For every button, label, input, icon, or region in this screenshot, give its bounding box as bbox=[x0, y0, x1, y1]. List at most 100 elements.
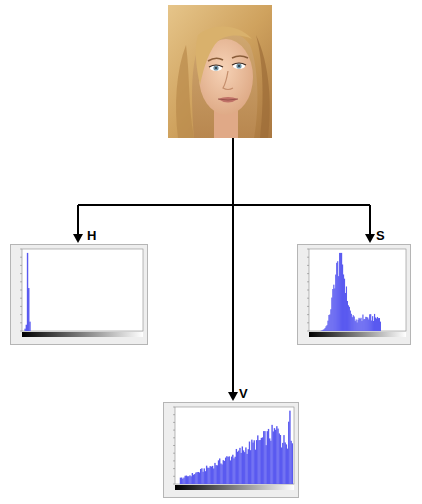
histogram-bar bbox=[115, 331, 116, 332]
histogram-bar bbox=[41, 331, 42, 332]
histogram-bar bbox=[67, 331, 68, 332]
histogram-bar bbox=[64, 331, 65, 332]
histogram-bar bbox=[313, 331, 314, 332]
histogram-bar bbox=[92, 331, 93, 332]
histogram-bar bbox=[366, 317, 367, 331]
histogram-bar bbox=[344, 279, 345, 331]
histogram-bar bbox=[190, 476, 191, 484]
histogram-bar bbox=[90, 331, 91, 332]
histogram-bar bbox=[390, 331, 391, 332]
histogram-bar bbox=[387, 331, 388, 332]
histogram-bar bbox=[385, 331, 386, 332]
histogram-bar bbox=[49, 331, 50, 332]
histogram-bar bbox=[328, 315, 329, 331]
histogram-bar bbox=[240, 453, 241, 484]
histogram-bar bbox=[198, 472, 199, 484]
histogram-bar bbox=[192, 473, 193, 484]
histogram-frame bbox=[11, 245, 148, 345]
histogram-bars bbox=[180, 411, 293, 484]
histogram-bar bbox=[348, 305, 349, 331]
plot-area bbox=[22, 249, 143, 331]
histogram-bar bbox=[320, 331, 321, 332]
histogram-bar bbox=[37, 331, 38, 332]
histogram-bar bbox=[38, 331, 39, 332]
histogram-bar bbox=[221, 464, 222, 484]
histogram-bar bbox=[394, 331, 395, 332]
histogram-bar bbox=[220, 463, 221, 484]
histogram-bar bbox=[224, 461, 225, 484]
histogram-bar bbox=[349, 307, 350, 331]
histogram-bar bbox=[236, 449, 237, 484]
histogram-bar bbox=[383, 331, 384, 332]
histogram-bar bbox=[208, 468, 209, 484]
histogram-bar bbox=[217, 465, 218, 484]
histogram-bar bbox=[55, 331, 56, 332]
histogram-bar bbox=[270, 441, 271, 484]
histogram-bars bbox=[24, 253, 30, 331]
histogram-bar bbox=[389, 331, 390, 332]
histogram-bar bbox=[107, 331, 108, 332]
histogram-bar bbox=[179, 484, 180, 485]
histogram-bar bbox=[122, 331, 123, 332]
histogram-bar bbox=[235, 457, 236, 484]
histogram-bar bbox=[279, 433, 280, 484]
histogram-bar bbox=[183, 478, 184, 484]
histogram-bar bbox=[175, 484, 176, 485]
histogram-bar bbox=[199, 473, 200, 484]
histogram-bar bbox=[239, 448, 240, 484]
histogram-bar bbox=[114, 331, 115, 332]
histogram-bar bbox=[215, 465, 216, 484]
histogram-bar bbox=[265, 445, 266, 484]
histogram-bar bbox=[226, 456, 227, 484]
channel-label: V bbox=[239, 386, 248, 401]
histogram-bar bbox=[131, 331, 132, 332]
value-gradient-bar bbox=[309, 332, 406, 337]
histogram-bar bbox=[177, 484, 178, 485]
histogram-bar bbox=[252, 443, 253, 484]
histogram-bar bbox=[195, 473, 196, 484]
face-photo bbox=[168, 5, 272, 138]
histogram-bar bbox=[72, 331, 73, 332]
histogram-bar bbox=[273, 431, 274, 484]
histogram-bar bbox=[363, 319, 364, 331]
histogram-bar bbox=[337, 261, 338, 331]
histogram-bar bbox=[28, 288, 29, 331]
histogram-bar bbox=[185, 476, 186, 484]
histogram-bar bbox=[47, 331, 48, 332]
histogram-bar bbox=[362, 315, 363, 331]
histogram-bar bbox=[186, 476, 187, 484]
histogram-frame bbox=[164, 403, 299, 498]
histogram-bar bbox=[30, 331, 31, 332]
histogram-bar bbox=[124, 331, 125, 332]
histogram-bar bbox=[244, 452, 245, 484]
histogram-bar bbox=[50, 331, 51, 332]
histogram-bar bbox=[370, 314, 371, 331]
histogram-chart bbox=[10, 244, 148, 345]
histogram-bar bbox=[103, 331, 104, 332]
histogram-bar bbox=[188, 476, 189, 484]
histogram-bar bbox=[223, 460, 224, 484]
histogram-bar bbox=[262, 437, 263, 484]
histogram-bar bbox=[377, 317, 378, 331]
histogram-chart bbox=[297, 244, 411, 345]
histogram-bar bbox=[397, 331, 398, 332]
histogram-bar bbox=[333, 285, 334, 331]
histogram-bar bbox=[87, 331, 88, 332]
histogram-bar bbox=[314, 331, 315, 332]
histogram-bar bbox=[405, 331, 406, 332]
histogram-bar bbox=[275, 430, 276, 484]
y-ticks bbox=[173, 407, 175, 484]
histogram-bar bbox=[211, 467, 212, 484]
histogram-bar bbox=[181, 478, 182, 484]
histogram-bar bbox=[39, 331, 40, 332]
histogram-bar bbox=[43, 331, 44, 332]
histogram-bar bbox=[187, 476, 188, 484]
histogram-bar bbox=[32, 331, 33, 332]
histogram-bar bbox=[218, 460, 219, 484]
histogram-bar bbox=[315, 331, 316, 332]
histogram-bar bbox=[312, 331, 313, 332]
histogram-bar bbox=[66, 331, 67, 332]
histogram-bar bbox=[281, 447, 282, 484]
histogram-bar bbox=[105, 331, 106, 332]
histogram-bar bbox=[316, 331, 317, 332]
